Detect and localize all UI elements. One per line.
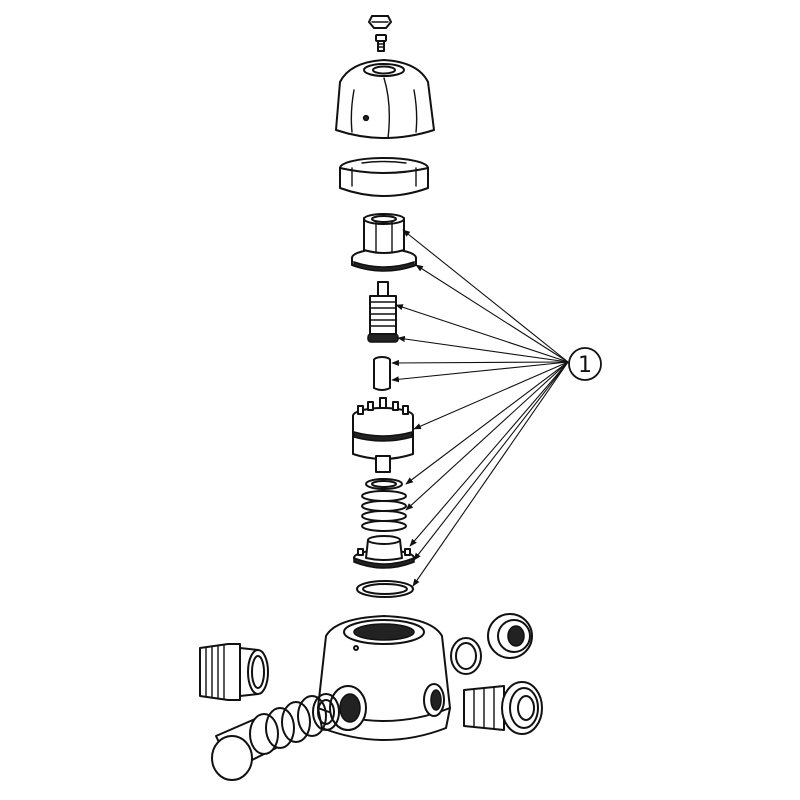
leader-bottom-o-ring bbox=[412, 361, 569, 587]
leader-bonnet-nut-seal bbox=[415, 264, 569, 363]
callout-1: 1 bbox=[568, 347, 602, 381]
leader-spring-washer bbox=[405, 361, 569, 485]
leader-spindle bbox=[395, 304, 569, 363]
callout-circle bbox=[568, 347, 602, 381]
leader-seat-cage bbox=[409, 361, 569, 547]
handwheel-hole bbox=[362, 114, 370, 122]
leader-bushing-top bbox=[391, 359, 569, 367]
seat-cage bbox=[353, 535, 415, 569]
bonnet-nut bbox=[351, 213, 417, 272]
spring-washer bbox=[365, 478, 403, 490]
callout-label: 1 bbox=[578, 353, 592, 378]
lock-ring bbox=[339, 157, 429, 197]
o-ring-right bbox=[450, 637, 482, 675]
spring bbox=[361, 490, 407, 532]
leader-bonnet-nut bbox=[402, 229, 569, 363]
leader-seat-seal bbox=[413, 361, 569, 561]
spindle bbox=[367, 281, 399, 343]
screw bbox=[375, 34, 387, 52]
union-end-right bbox=[463, 681, 543, 735]
piston-assembly bbox=[352, 397, 414, 473]
cap-plug bbox=[368, 15, 392, 29]
bottom-o-ring bbox=[356, 580, 414, 598]
union-end-left-top bbox=[199, 643, 269, 701]
leader-lines bbox=[391, 229, 569, 587]
handwheel bbox=[335, 59, 435, 139]
union-end-left-bottom bbox=[211, 693, 340, 781]
bushing bbox=[373, 356, 391, 391]
leader-spindle-seal bbox=[397, 335, 569, 363]
leader-piston-seal bbox=[413, 361, 569, 430]
end-cap-right-top bbox=[487, 613, 533, 659]
leader-spring bbox=[405, 361, 569, 511]
leader-bushing-bottom bbox=[391, 361, 569, 383]
